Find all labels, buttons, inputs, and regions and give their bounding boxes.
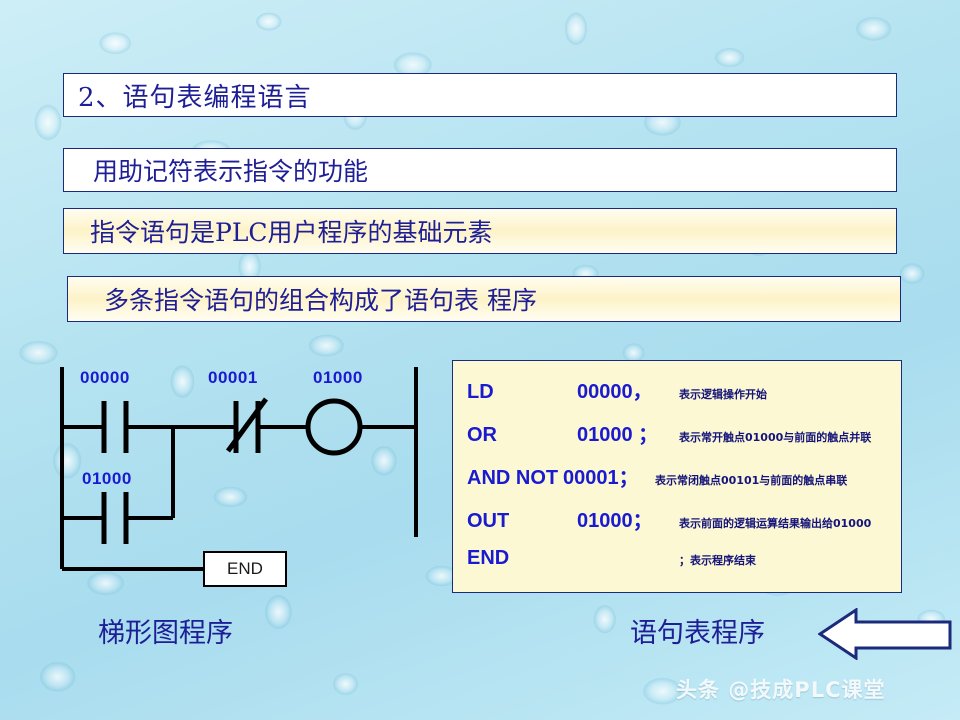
instruction-list-panel: LD 00000， 表示逻辑操作开始 OR 01000 ； 表示常开触点0100… bbox=[452, 360, 902, 593]
contact-nc-00001 bbox=[225, 397, 269, 453]
caption-ladder-program: 梯形图程序 bbox=[98, 618, 233, 649]
watermark-text: 头条 @技成PLC课堂 bbox=[676, 678, 886, 702]
end-instruction-block: END bbox=[203, 551, 287, 587]
output-coil-01000 bbox=[305, 398, 363, 456]
instruction-mnemonic: END bbox=[467, 547, 510, 569]
bullet-box-3: 多条指令语句的组合构成了语句表 程序 bbox=[67, 276, 901, 322]
bullet-box-2: 指令语句是PLC用户程序的基础元素 bbox=[63, 208, 897, 254]
instruction-comment: ；表示程序结束 bbox=[679, 554, 756, 567]
instruction-comment: 表示常闭触点00101与前面的触点串联 bbox=[655, 474, 848, 487]
title-box: 2、语句表编程语言 bbox=[63, 73, 897, 117]
instruction-row: LD 00000， 表示逻辑操作开始 bbox=[453, 375, 901, 418]
end-block-label: END bbox=[227, 559, 263, 578]
instruction-mnemonic: OUT bbox=[467, 510, 510, 532]
instruction-row: OUT 01000； 表示前面的逻辑运算结果输出给01000 bbox=[453, 504, 901, 547]
ladder-label-contact-nc-1: 00001 bbox=[208, 368, 258, 387]
bullet-text-1: 用助记符表示指令的功能 bbox=[93, 157, 369, 186]
bullet-text-3: 多条指令语句的组合构成了语句表 程序 bbox=[104, 286, 537, 315]
caption-instruction-list-program: 语句表程序 bbox=[630, 618, 765, 649]
instruction-comment: 表示前面的逻辑运算结果输出给01000 bbox=[679, 517, 872, 530]
ladder-label-coil-1: 01000 bbox=[313, 368, 363, 387]
instruction-mnemonic: AND NOT bbox=[467, 467, 559, 489]
page-title: 2、语句表编程语言 bbox=[78, 82, 312, 113]
contact-no-00000 bbox=[101, 401, 129, 453]
instruction-operand: 01000 ； bbox=[577, 424, 659, 446]
instruction-mnemonic: OR bbox=[467, 424, 497, 446]
instruction-operand: 00001； bbox=[563, 467, 639, 489]
instruction-operand: 00000， bbox=[577, 381, 653, 403]
instruction-operand: 01000； bbox=[577, 510, 653, 532]
ladder-diagram bbox=[40, 355, 440, 605]
instruction-comment: 表示逻辑操作开始 bbox=[679, 388, 767, 401]
instruction-comment: 表示常开触点01000与前面的触点并联 bbox=[679, 431, 872, 444]
instruction-row: AND NOT 00001； 表示常闭触点00101与前面的触点串联 bbox=[453, 461, 901, 504]
bullet-box-1: 用助记符表示指令的功能 bbox=[63, 148, 897, 192]
ladder-diagram-svg bbox=[60, 367, 418, 571]
bullet-text-2: 指令语句是PLC用户程序的基础元素 bbox=[90, 218, 493, 247]
instruction-row: OR 01000 ； 表示常开触点01000与前面的触点并联 bbox=[453, 418, 901, 461]
instruction-row: END ；表示程序结束 bbox=[453, 547, 901, 590]
arrow-left-icon bbox=[817, 607, 952, 661]
contact-no-01000-branch bbox=[101, 492, 129, 544]
ladder-label-contact-no-1: 00000 bbox=[80, 368, 130, 387]
left-arrow-callout bbox=[817, 607, 952, 661]
ladder-label-contact-branch: 01000 bbox=[82, 469, 132, 488]
instruction-mnemonic: LD bbox=[467, 381, 494, 403]
